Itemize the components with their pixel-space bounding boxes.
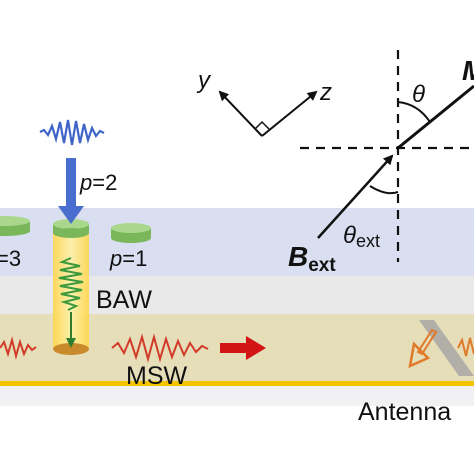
substrate-line	[0, 381, 474, 386]
pad-right	[111, 223, 151, 243]
z-axis-label: z	[319, 79, 332, 106]
msw-arrow	[220, 336, 266, 360]
antenna-wave	[457, 337, 474, 357]
p3-label: =3	[0, 246, 21, 271]
reference-lines	[300, 50, 474, 262]
antenna-label: Antenna	[358, 398, 451, 426]
msw-waves	[0, 333, 209, 363]
input-arrow	[58, 158, 84, 224]
pads	[0, 216, 151, 243]
msw-label: MSW	[126, 362, 188, 390]
right-angle-mark	[254, 120, 270, 130]
lower-shadow	[0, 386, 474, 406]
y-axis-line	[218, 90, 263, 137]
antenna-symbol	[408, 320, 474, 376]
m-vector	[397, 84, 474, 150]
z-axis-line	[261, 90, 318, 137]
pad-left	[0, 216, 30, 236]
theta-ext-label: θext	[343, 222, 380, 251]
antenna-arrow	[408, 328, 438, 369]
coordinate-axes	[218, 90, 318, 137]
baw-wave	[58, 257, 84, 311]
m-label: M	[462, 55, 474, 86]
baw-column	[53, 219, 89, 355]
baw-down-arrow-head	[66, 338, 76, 348]
msw-wave-left	[0, 336, 37, 360]
b-ext-vector	[317, 154, 394, 239]
y-axis-label: y	[196, 67, 212, 94]
field-vectors	[317, 84, 474, 239]
msw-wave-center	[111, 333, 209, 363]
baw-label: BAW	[96, 286, 152, 314]
input-wave	[39, 119, 105, 146]
theta-arc	[397, 101, 431, 123]
b-ext-label: Bext	[288, 241, 336, 276]
theta-ext-arc	[369, 185, 399, 195]
p1-label: p=1	[109, 246, 147, 271]
theta-label: θ	[412, 81, 425, 108]
p2-label: p=2	[79, 170, 117, 195]
